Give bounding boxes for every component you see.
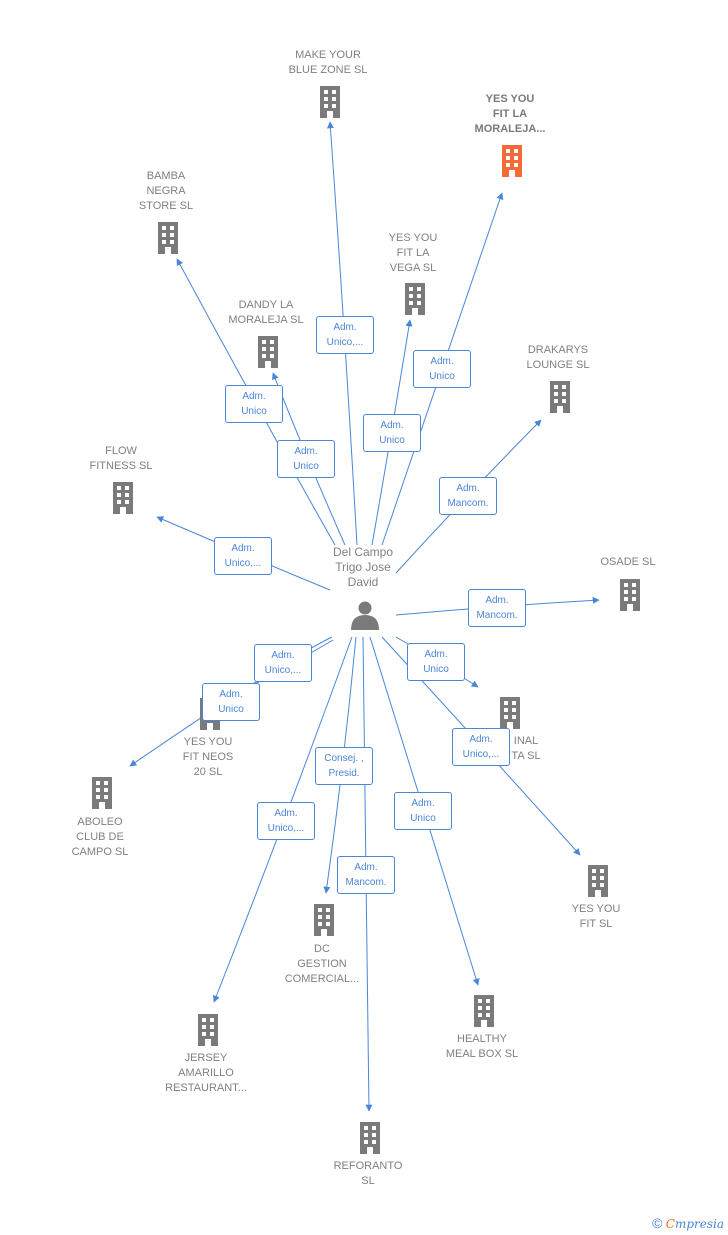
building-icon-reforanto[interactable] [360, 1122, 380, 1154]
building-icon-bamba-negra-store[interactable] [158, 222, 178, 254]
building-icon-dandy-la-moraleja[interactable] [258, 336, 278, 368]
copyright-icon: © [652, 1215, 663, 1231]
company-label-dandy-la-moraleja[interactable]: DANDY LA MORALEJA SL [228, 299, 304, 326]
company-label-drakarys-lounge[interactable]: DRAKARYS LOUNGE SL [526, 344, 590, 371]
building-icon-healthy-meal-box[interactable] [474, 995, 494, 1027]
relation-label-yes-you-fit-la-vega[interactable]: Adm. Unico [363, 414, 421, 452]
company-label-dc-gestion-comercial[interactable]: DC GESTION COMERCIAL... [284, 943, 360, 985]
building-icon-make-your-blue-zone[interactable] [320, 86, 340, 118]
relation-label-bamba-negra-store[interactable]: Adm. Unico [225, 385, 283, 423]
relation-label-original-fiesta[interactable]: Adm. Unico [407, 643, 465, 681]
company-label-reforanto[interactable]: REFORANTO SL [333, 1160, 403, 1187]
building-icon-highlight[interactable] [502, 145, 522, 177]
company-label-yes-you-fit-neos-20[interactable]: YES YOU FIT NEOS 20 SL [182, 736, 234, 778]
company-label-healthy-meal-box[interactable]: HEALTHY MEAL BOX SL [445, 1033, 519, 1060]
building-icon-flow-fitness[interactable] [113, 482, 133, 514]
company-label-flow-fitness[interactable]: FLOW FITNESS SL [89, 445, 153, 472]
building-icon-yes-you-fit-la-vega[interactable] [405, 283, 425, 315]
building-icon-yes-you-fit[interactable] [588, 865, 608, 897]
relation-label-jersey-amarillo-restaurant[interactable]: Adm. Unico,... [257, 802, 315, 840]
relation-label-dandy-la-moraleja[interactable]: Adm. Unico [277, 440, 335, 478]
company-label-yes-you-fit-la-moraleja[interactable]: YES YOU FIT LA MORALEJA... [474, 93, 546, 135]
company-label-yes-you-fit[interactable]: YES YOU FIT SL [571, 903, 621, 930]
building-icon-dc-gestion-comercial[interactable] [314, 904, 334, 936]
relation-label-osade[interactable]: Adm. Mancom. [468, 589, 526, 627]
company-label-jersey-amarillo-restaurant[interactable]: JERSEY AMARILLO RESTAURANT... [165, 1052, 247, 1094]
relation-label-yes-you-fit-la-moraleja[interactable]: Adm. Unico [413, 350, 471, 388]
company-label-bamba-negra-store[interactable]: BAMBA NEGRA STORE SL [138, 170, 194, 212]
building-icon-drakarys-lounge[interactable] [550, 381, 570, 413]
company-label-make-your-blue-zone[interactable]: MAKE YOUR BLUE ZONE SL [288, 49, 368, 76]
building-icon-aboleo-club-de-campo[interactable] [92, 777, 112, 809]
footer-brand: © Cmpresia [652, 1215, 724, 1231]
relation-label-make-your-blue-zone[interactable]: Adm. Unico,... [316, 316, 374, 354]
relation-label-yes-you-fit-neos-20[interactable]: Adm. Unico [202, 683, 260, 721]
relation-label-reforanto[interactable]: Adm. Mancom. [337, 856, 395, 894]
relation-label-dc-gestion-comercial[interactable]: Consej. , Presid. [315, 747, 373, 785]
relation-label-aboleo-club-de-campo[interactable]: Adm. Unico,... [254, 644, 312, 682]
relation-label-healthy-meal-box[interactable]: Adm. Unico [394, 792, 452, 830]
company-label-osade[interactable]: OSADE SL [600, 556, 656, 568]
building-icon-jersey-amarillo-restaurant[interactable] [198, 1014, 218, 1046]
building-icon-original-fiesta[interactable] [500, 697, 520, 729]
person-icon[interactable] [351, 601, 379, 631]
person-name[interactable]: Del Campo Trigo Jose David [332, 545, 394, 589]
building-icon-osade[interactable] [620, 579, 640, 611]
relation-label-drakarys-lounge[interactable]: Adm. Mancom. [439, 477, 497, 515]
brand-logo: Cmpresia [665, 1217, 724, 1231]
company-label-yes-you-fit-la-vega[interactable]: YES YOU FIT LA VEGA SL [388, 232, 438, 274]
company-label-original-fiesta[interactable]: INAL TA SL [511, 735, 541, 762]
relation-label-yes-you-fit[interactable]: Adm. Unico,... [452, 728, 510, 766]
relation-label-flow-fitness[interactable]: Adm. Unico,... [214, 537, 272, 575]
company-label-aboleo-club-de-campo[interactable]: ABOLEO CLUB DE CAMPO SL [71, 816, 129, 858]
